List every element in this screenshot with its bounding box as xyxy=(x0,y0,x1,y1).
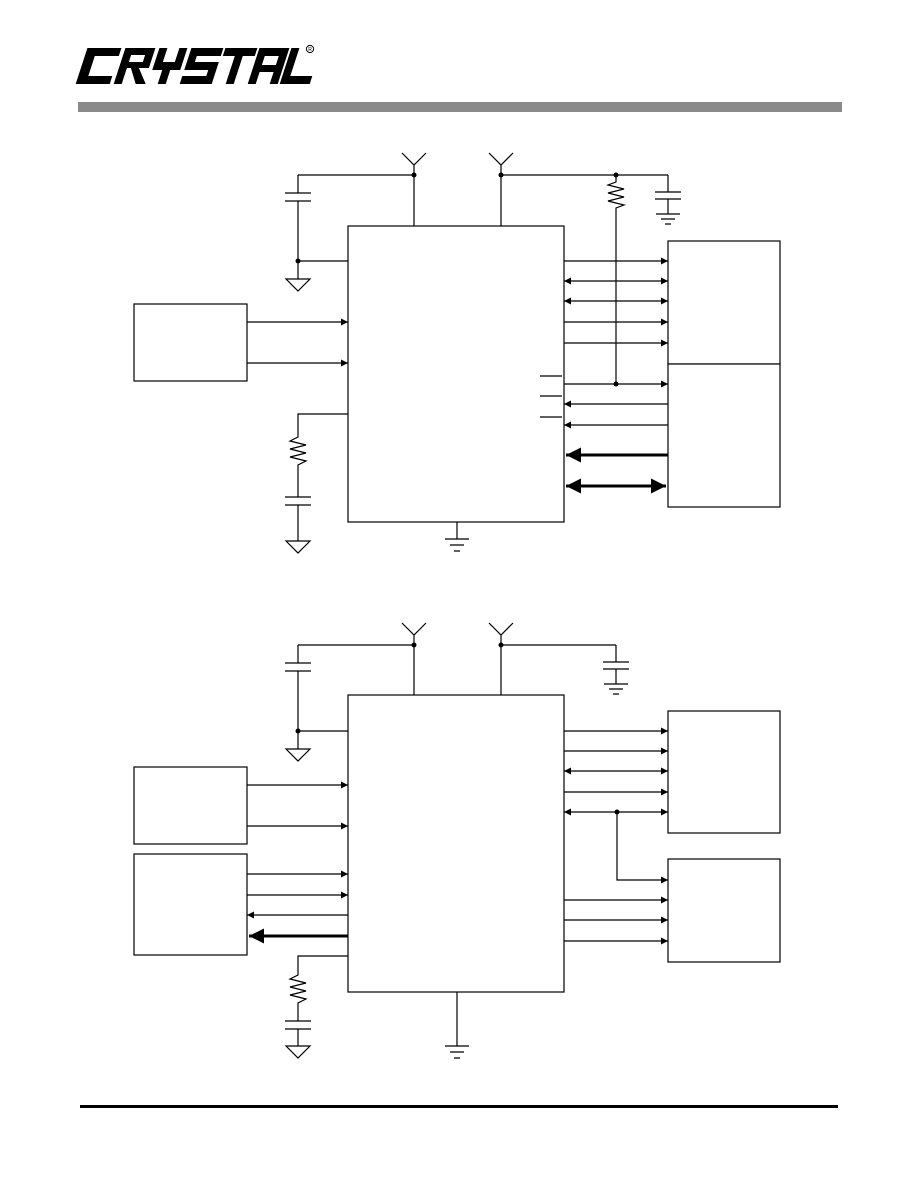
left-device-box-lower xyxy=(133,853,248,956)
supply-symbol xyxy=(401,152,427,226)
left-device-box xyxy=(133,303,248,382)
right-device-box-upper xyxy=(667,710,781,834)
right-device-box-upper xyxy=(667,240,781,365)
footer-rule xyxy=(80,1105,838,1108)
supply-symbol xyxy=(488,622,514,695)
header-rule xyxy=(78,102,842,112)
right-device-box-lower xyxy=(667,858,781,963)
right-device-box-lower xyxy=(667,363,781,508)
crystal-logo: R xyxy=(75,44,315,84)
main-ic xyxy=(347,225,565,523)
supply-symbol xyxy=(488,152,514,226)
supply-symbol xyxy=(401,622,427,695)
svg-text:R: R xyxy=(308,47,312,53)
left-device-box-upper xyxy=(133,766,248,845)
main-ic xyxy=(347,694,565,993)
schematic-diagram-2 xyxy=(133,622,781,1059)
schematic-diagram-1 xyxy=(133,152,781,554)
